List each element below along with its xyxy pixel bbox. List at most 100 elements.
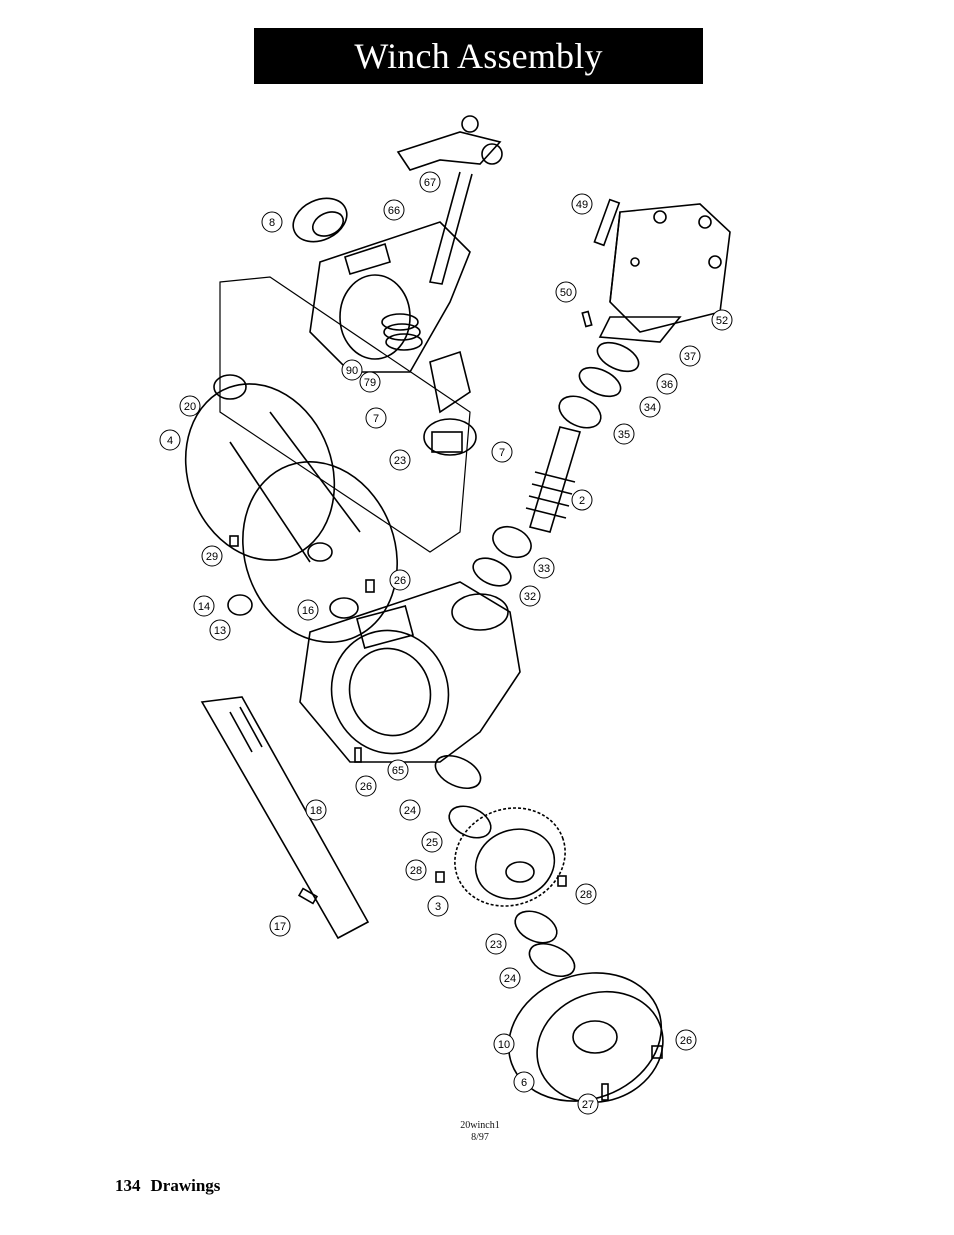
race-24b-part <box>528 942 576 978</box>
section-name: Drawings <box>150 1176 221 1195</box>
callout-3: 3 <box>427 895 449 917</box>
callout-32: 32 <box>519 585 541 607</box>
callout-18: 18 <box>305 799 327 821</box>
upper-housing-part <box>309 221 471 373</box>
svg-text:79: 79 <box>364 377 376 389</box>
callout-52: 52 <box>711 309 733 331</box>
svg-text:2: 2 <box>579 495 585 507</box>
svg-text:3: 3 <box>435 901 441 913</box>
svg-text:14: 14 <box>198 601 210 613</box>
svg-text:32: 32 <box>524 591 536 603</box>
bearing-8-part <box>292 197 348 243</box>
drawing-caption: 20winch1 8/97 <box>440 1120 520 1144</box>
callout-8: 8 <box>261 211 283 233</box>
callout-24b: 24 <box>499 967 521 989</box>
svg-text:16: 16 <box>302 605 314 617</box>
svg-text:34: 34 <box>644 402 656 414</box>
svg-text:20: 20 <box>184 401 196 413</box>
callout-34: 34 <box>639 396 661 418</box>
hydraulic-motor-part <box>598 203 731 343</box>
svg-text:33: 33 <box>538 563 550 575</box>
seal-stack-part <box>558 341 640 429</box>
callout-66: 66 <box>383 199 405 221</box>
setscrew-28b-part <box>557 875 567 887</box>
fitting-29-part <box>229 535 239 547</box>
svg-text:24: 24 <box>504 973 516 985</box>
shifter-part <box>423 350 477 456</box>
svg-text:66: 66 <box>388 205 400 217</box>
svg-text:23: 23 <box>490 939 502 951</box>
bearing-25-part <box>448 805 492 839</box>
callout-7b: 7 <box>491 441 513 463</box>
seal-20-part <box>213 374 247 400</box>
svg-text:36: 36 <box>661 379 673 391</box>
svg-text:29: 29 <box>206 551 218 563</box>
callout-17: 17 <box>269 915 291 937</box>
bearing-33-part <box>492 525 532 559</box>
drawing-code: 20winch1 <box>460 1120 500 1131</box>
drive-shaft-part <box>200 696 370 940</box>
callout-29: 29 <box>201 545 223 567</box>
lever-handle-part <box>396 115 503 285</box>
callout-10: 10 <box>493 1033 515 1055</box>
callout-20: 20 <box>179 395 201 417</box>
worm-shaft-part <box>525 426 582 533</box>
svg-text:7: 7 <box>373 413 379 425</box>
svg-text:13: 13 <box>214 625 226 637</box>
callout-35: 35 <box>613 423 635 445</box>
svg-text:50: 50 <box>560 287 572 299</box>
callout-2: 2 <box>571 489 593 511</box>
setscrew-28-part <box>435 871 445 883</box>
svg-text:17: 17 <box>274 921 286 933</box>
svg-text:26: 26 <box>680 1035 692 1047</box>
svg-text:8: 8 <box>269 217 275 229</box>
end-cap-part <box>507 972 664 1104</box>
callout-4: 4 <box>159 429 181 451</box>
svg-text:26: 26 <box>394 575 406 587</box>
page-footer: 134 Drawings <box>115 1176 220 1196</box>
callout-23: 23 <box>389 449 411 471</box>
svg-text:25: 25 <box>426 837 438 849</box>
page-title-bar: Winch Assembly <box>254 28 703 84</box>
callout-65: 65 <box>387 759 409 781</box>
svg-text:28: 28 <box>580 889 592 901</box>
page-number: 134 <box>115 1176 141 1195</box>
svg-text:24: 24 <box>404 805 416 817</box>
gear-part <box>454 807 566 907</box>
callout-67: 67 <box>419 171 441 193</box>
callout-79: 79 <box>359 371 381 393</box>
callout-6: 6 <box>513 1071 535 1093</box>
callout-23b: 23 <box>485 933 507 955</box>
winch-exploded-drawing: 67 8 66 49 50 52 37 36 34 35 90 79 7 7 2… <box>159 115 733 1115</box>
callout-36: 36 <box>656 373 678 395</box>
main-housing-part <box>299 581 521 763</box>
callout-25: 25 <box>421 831 443 853</box>
callout-49: 49 <box>571 193 593 215</box>
svg-text:35: 35 <box>618 429 630 441</box>
drawing-date: 8/97 <box>471 1132 489 1143</box>
fitting-26b-part <box>354 747 362 763</box>
callout-26b: 26 <box>355 775 377 797</box>
callout-16: 16 <box>297 599 319 621</box>
fitting-26c-part <box>651 1045 663 1059</box>
bolt-27-part <box>601 1083 609 1101</box>
callout-14: 14 <box>193 595 215 617</box>
callout-24a: 24 <box>399 799 421 821</box>
svg-text:4: 4 <box>167 435 173 447</box>
svg-text:6: 6 <box>521 1077 527 1089</box>
svg-text:49: 49 <box>576 199 588 211</box>
seal-16-part <box>329 597 359 619</box>
svg-text:26: 26 <box>360 781 372 793</box>
fitting-26-part <box>365 579 375 593</box>
svg-text:65: 65 <box>392 765 404 777</box>
svg-text:52: 52 <box>716 315 728 327</box>
spring-part <box>381 313 423 351</box>
callout-33: 33 <box>533 557 555 579</box>
callout-28a: 28 <box>405 859 427 881</box>
drum-part <box>184 276 471 643</box>
callout-26c: 26 <box>675 1029 697 1051</box>
callout-90: 90 <box>341 359 363 381</box>
callout-26a: 26 <box>389 569 411 591</box>
page-title: Winch Assembly <box>354 36 603 76</box>
bolt-49-part <box>593 198 621 247</box>
